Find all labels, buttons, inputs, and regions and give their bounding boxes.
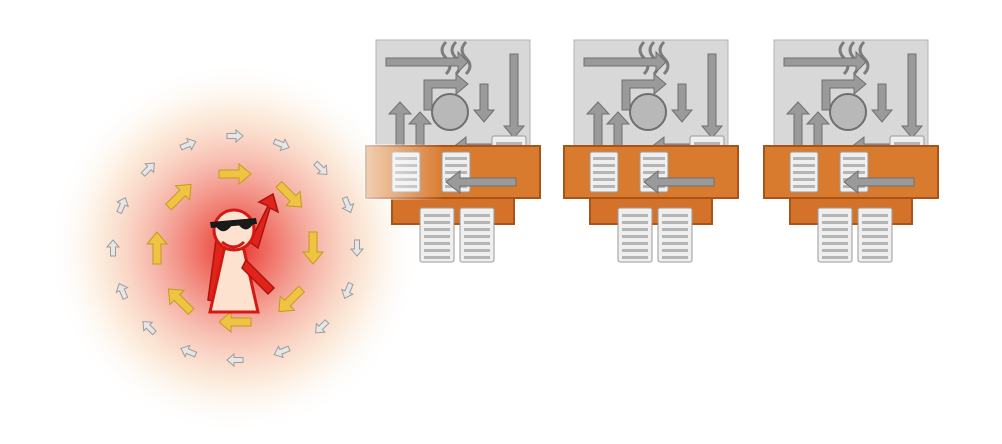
machine-row: [364, 40, 938, 262]
factory-machine-icon: [364, 40, 540, 262]
factory-machine-icon: [764, 40, 938, 262]
factory-machine-icon: [564, 40, 738, 262]
